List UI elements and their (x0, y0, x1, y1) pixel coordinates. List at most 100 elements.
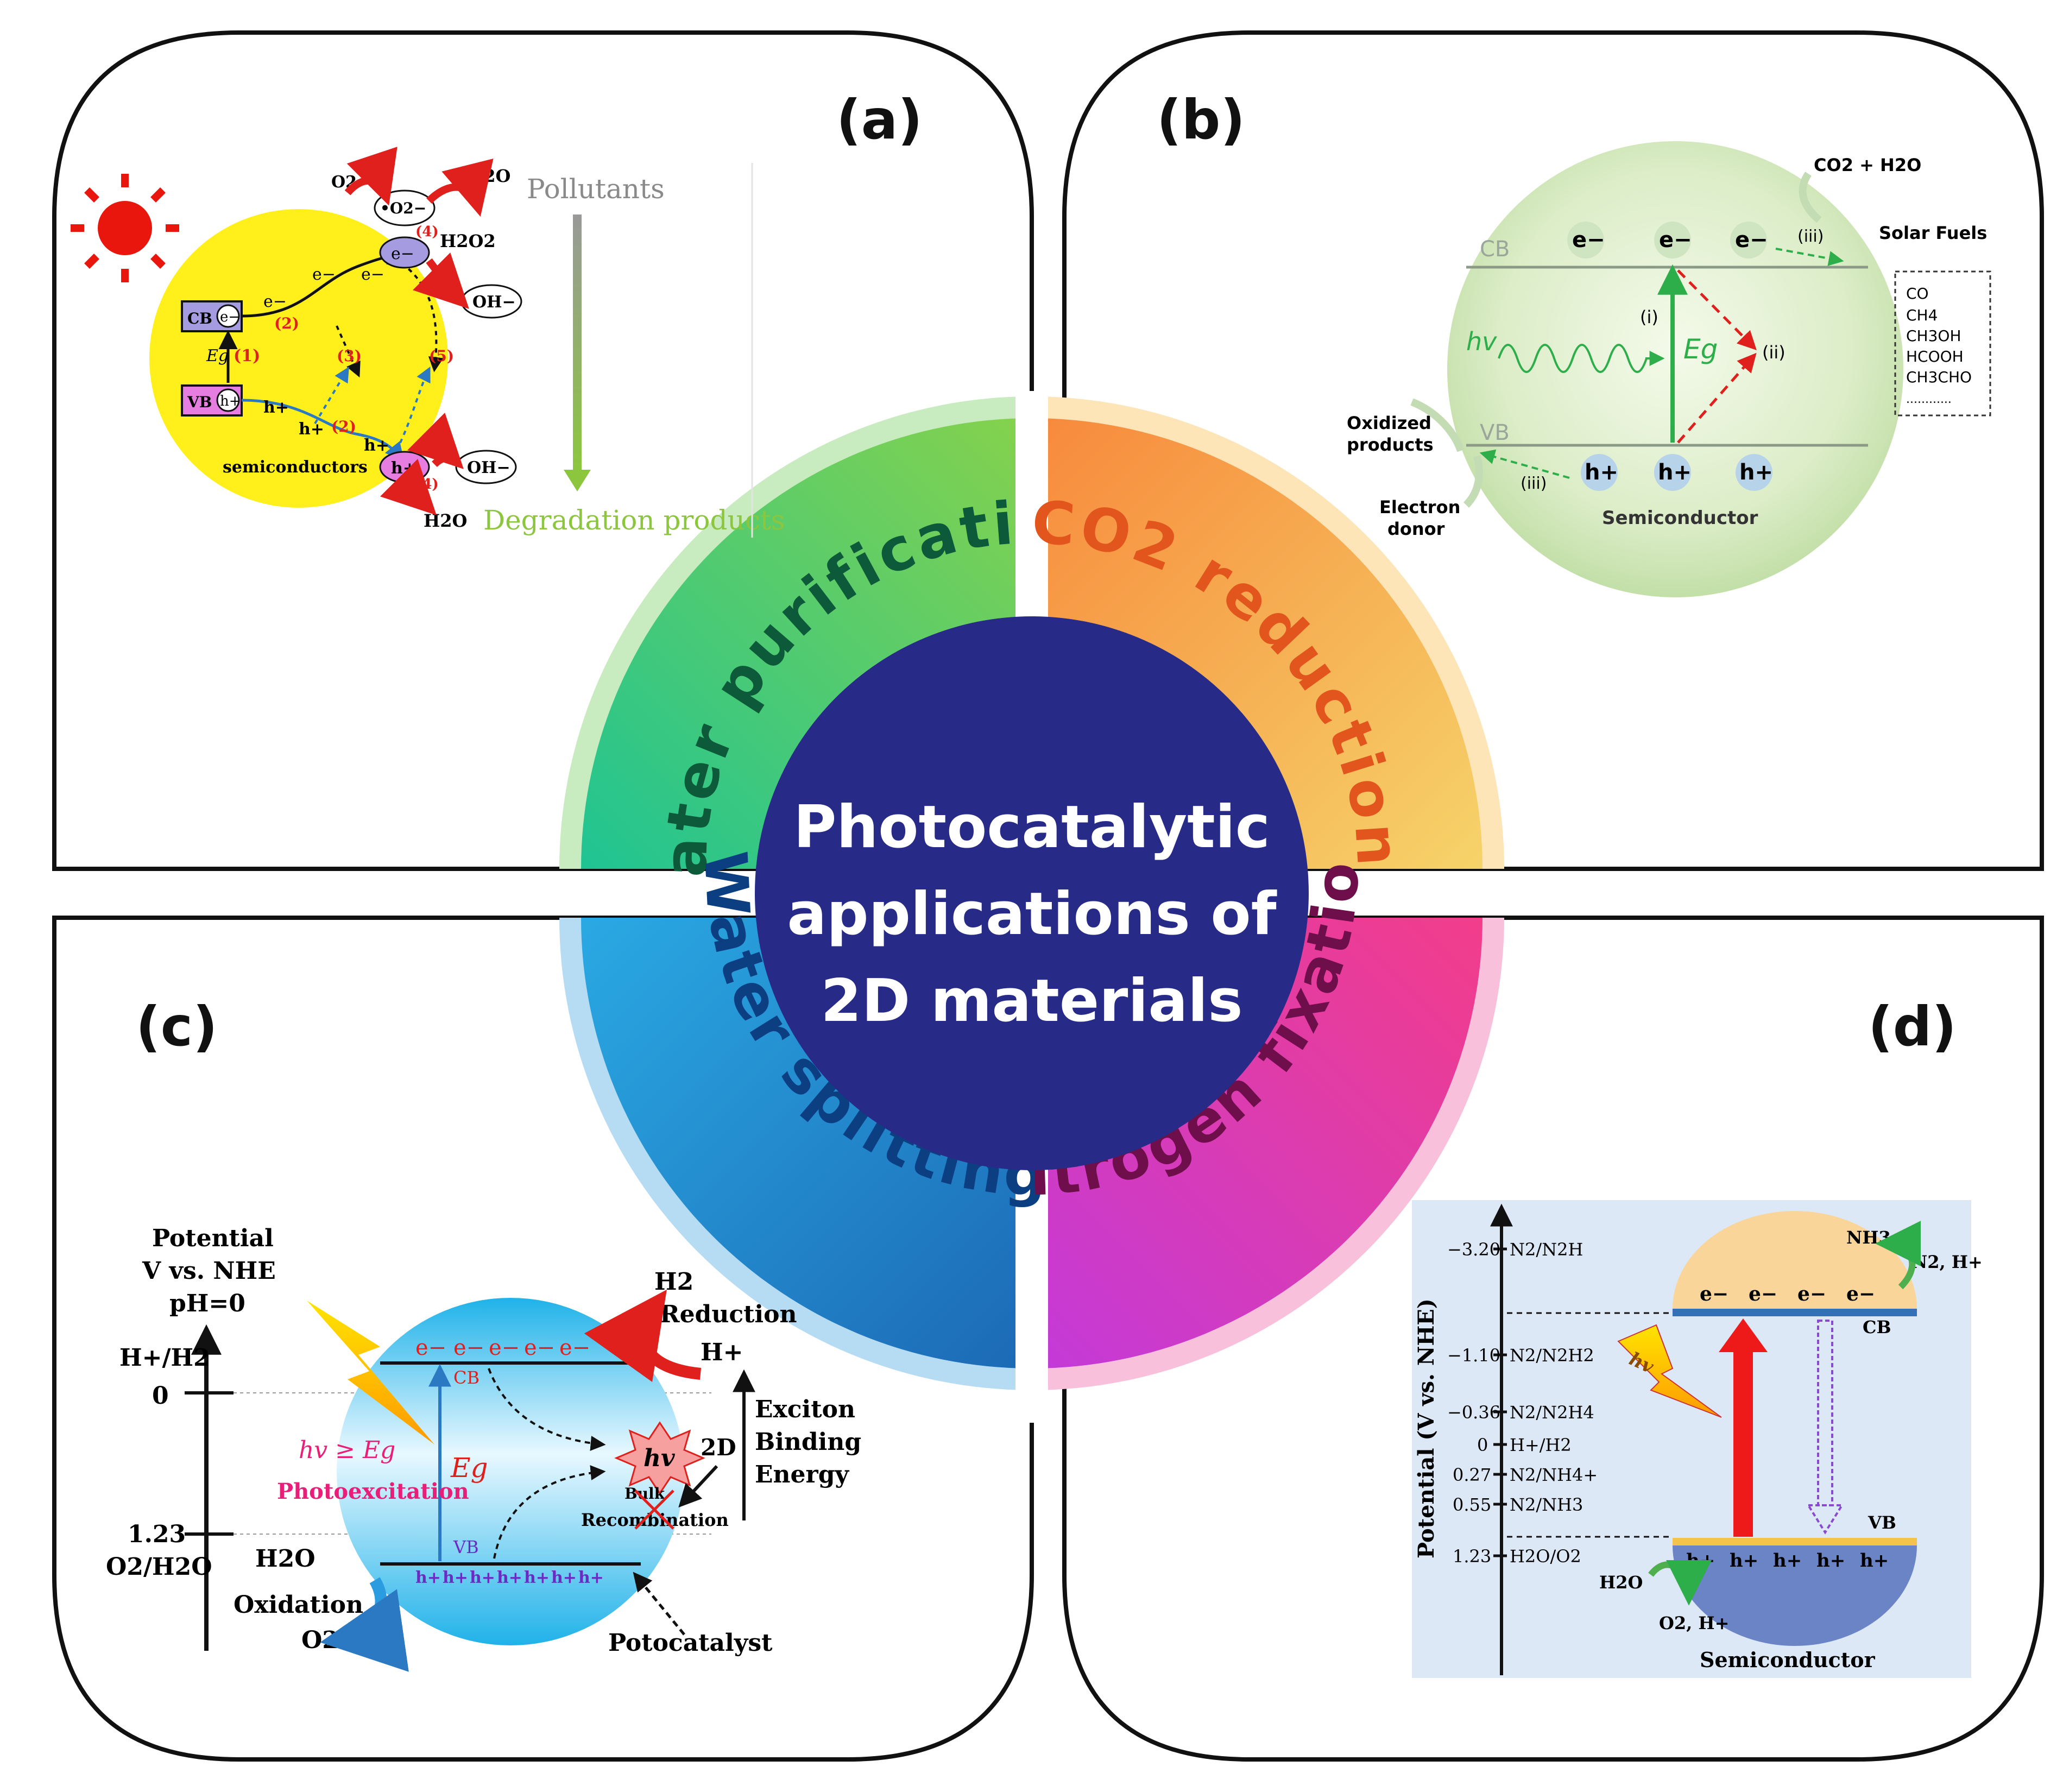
level-couple-2: N2/N2H4 (1510, 1402, 1594, 1423)
h2o-label-c: H2O (255, 1545, 316, 1573)
electron-cb (216, 304, 240, 328)
semiconductor-label-d: Semiconductor (1700, 1648, 1876, 1672)
oh-top-label: OH− (472, 293, 516, 312)
level-couple-4: N2/NH4+ (1510, 1465, 1598, 1485)
eg-label-c: Eg (450, 1452, 488, 1484)
panel-b-label: (b) (1157, 88, 1245, 152)
level-value-3: 0 (1477, 1435, 1488, 1455)
electron-d4: e− (1846, 1283, 1875, 1305)
eg-label-a: Eg (206, 346, 229, 365)
solar-fuels-box (1894, 270, 1991, 417)
h2o-label-a-bottom: H2O (424, 510, 467, 531)
level-couple-0: N2/N2H (1510, 1239, 1583, 1260)
semiconductor-sphere-b (1447, 141, 1903, 597)
electron-c1: e− (415, 1335, 446, 1360)
h2o2-label-a: H2O2 (440, 231, 496, 251)
lightning-bolt-d (1617, 1324, 1722, 1418)
exciton-label-3: Energy (755, 1461, 849, 1488)
level-couple-3: H+/H2 (1510, 1435, 1572, 1455)
pollutants-arrow-head (564, 470, 591, 491)
level-couple-1: N2/N2H2 (1510, 1345, 1594, 1366)
o2-radical-label: •O2− (380, 199, 426, 217)
potential-label-3: pH=0 (169, 1290, 245, 1317)
solar-fuels-label: Solar Fuels (1879, 223, 1987, 243)
hole-c7: h+ (578, 1568, 604, 1587)
co2h2o-label: CO2 + H2O (1814, 155, 1921, 175)
electron-d1: e− (1700, 1283, 1728, 1305)
electron-d3: e− (1797, 1283, 1826, 1305)
o2h-label-d: O2, H+ (1659, 1613, 1729, 1633)
vb-label-b: VB (1480, 420, 1510, 445)
n2h-label-d: N2, H+ (1911, 1252, 1983, 1272)
panel-d-content: (d) Potential (V vs. NHE) −3.20 N2/N2H −… (1412, 995, 1983, 1678)
donor-label-2: donor (1387, 519, 1445, 539)
panel-a-label: (a) (836, 88, 923, 152)
panel-a-content: (a) CB e− VB h+ Eg (1) (2) e− e− e− h (71, 88, 923, 538)
step2-label-bottom: (2) (331, 418, 356, 436)
level-value-0: −3.20 (1447, 1239, 1500, 1260)
center-title-line1: Photocatalytic (793, 793, 1270, 861)
v123-label-c: 1.23 (128, 1520, 186, 1548)
semiconductor-circle (149, 209, 448, 508)
oxidized-label-1: Oxidized (1347, 413, 1431, 433)
hole-d5: h+ (1860, 1550, 1889, 1572)
level-value-2: −0.36 (1447, 1402, 1500, 1423)
pollutants-label: Pollutants (527, 173, 665, 205)
center-title-line2: applications of (787, 880, 1277, 948)
cb-label-c: CB (453, 1367, 480, 1388)
hole-label-a1: h+ (263, 398, 289, 417)
product-hcooh: HCOOH (1906, 348, 1964, 365)
donor-label-1: Electron (1379, 497, 1460, 518)
product-ch3oh: CH3OH (1906, 327, 1961, 345)
vb-label: VB (187, 393, 212, 411)
sun-icon (71, 174, 179, 282)
excitation-arrow-head (1719, 1318, 1768, 1352)
hole-d1: h+ (1686, 1550, 1715, 1572)
cb-label-b: CB (1480, 237, 1510, 262)
potential-label-1: Potential (152, 1225, 274, 1252)
level-value-1: −1.10 (1447, 1345, 1500, 1366)
excitation-arrow-shaft (1733, 1349, 1753, 1537)
level-value-6: 1.23 (1453, 1546, 1491, 1567)
cb-label: CB (187, 310, 212, 327)
electron-c2: e− (453, 1335, 484, 1360)
eg-label-b: Eg (1683, 333, 1718, 365)
cb-dome (1673, 1211, 1917, 1309)
hole-surface-label: h+ (391, 459, 417, 478)
vb-band (1673, 1538, 1917, 1545)
electron-c4: e− (524, 1335, 555, 1360)
electron-b3: e− (1735, 228, 1768, 253)
hole-c6: h+ (551, 1568, 577, 1587)
electron-label-a3: e− (361, 265, 384, 284)
hole-b3: h+ (1739, 460, 1773, 485)
hole-b1: h+ (1585, 460, 1618, 485)
hole-vb (216, 388, 240, 412)
level-value-5: 0.55 (1453, 1494, 1491, 1515)
exciton-label-1: Exciton (755, 1396, 855, 1423)
center-circle (755, 616, 1309, 1170)
center-title-line3: 2D materials (821, 967, 1242, 1035)
photon-wave (1498, 344, 1648, 373)
hplus-label-c: H+ (701, 1339, 743, 1366)
electron-d2: e− (1749, 1283, 1777, 1305)
level-value-4: 0.27 (1453, 1465, 1491, 1485)
zero-label-c: 0 (152, 1382, 169, 1410)
hole-d2: h+ (1730, 1550, 1758, 1572)
vb-label-d: VB (1868, 1512, 1896, 1533)
electron-c5: e− (559, 1335, 590, 1360)
panel-d-label: (d) (1868, 995, 1957, 1058)
potential-label-2: V vs. NHE (142, 1257, 276, 1285)
iii-label-b-top: (iii) (1797, 227, 1824, 246)
product-ch4: CH4 (1906, 306, 1938, 324)
product-co: CO (1906, 285, 1929, 302)
recombination-label: Recombination (581, 1510, 729, 1530)
h2o-label-d: H2O (1599, 1572, 1643, 1593)
electron-label-a1: e− (263, 292, 287, 311)
potocatalyst-label: Potocatalyst (608, 1629, 773, 1657)
i-label-b: (i) (1640, 307, 1658, 327)
product-ch3cho: CH3CHO (1906, 368, 1972, 386)
semiconductors-label: semiconductors (223, 458, 368, 477)
step2-label-top: (2) (274, 314, 299, 332)
lightning-bolt-c (307, 1301, 434, 1444)
electron-surface-label: e− (391, 244, 414, 263)
